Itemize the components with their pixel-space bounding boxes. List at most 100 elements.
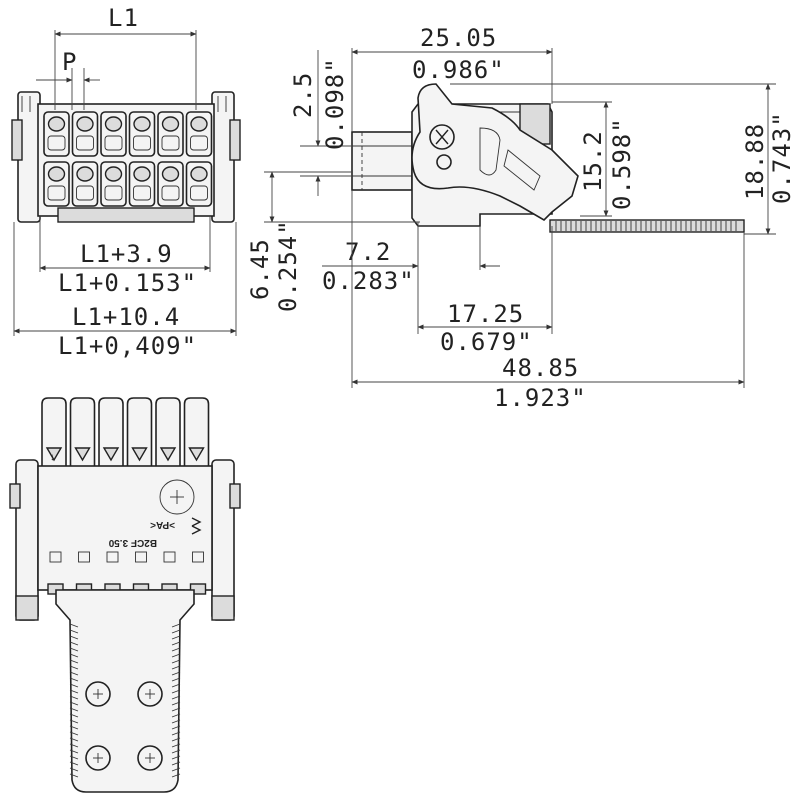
terminal-slot [78, 551, 90, 563]
dim-l1-plus-0-409: L1+0,409" [58, 332, 197, 360]
terminal-finger-arrow [74, 447, 91, 462]
serration-left [69, 677, 79, 682]
top-left-latch-tab [9, 483, 21, 509]
serration-left [69, 695, 79, 700]
serration-left [69, 755, 79, 760]
dim-0-679: 0.679" [440, 328, 533, 356]
dim-0-598: 0.598" [608, 117, 636, 210]
serration-left [69, 707, 79, 712]
terminal-cell-clamp [76, 135, 94, 151]
dim-0-098: 0.098" [321, 57, 349, 150]
serration-right [171, 737, 181, 742]
terminal-slot [135, 551, 147, 563]
terminal-finger-arrow [102, 447, 120, 462]
serration-left [69, 737, 79, 742]
serration-right [171, 647, 181, 652]
side-plug-front [351, 131, 413, 191]
serration-right [171, 773, 181, 778]
serration-right [171, 635, 181, 640]
serration-right [171, 695, 181, 700]
strap-teeth [555, 221, 737, 231]
dim-p: P [62, 48, 77, 76]
serration-right [171, 659, 181, 664]
serration-right [171, 761, 181, 766]
serration-right [171, 719, 181, 724]
serration-left [69, 659, 79, 664]
terminal-cell-clamp [104, 185, 123, 201]
dim-0-283: 0.283" [322, 267, 415, 295]
terminal-cell-opening [161, 116, 180, 132]
terminal-slot [192, 551, 204, 563]
side-strap [549, 219, 745, 233]
terminal-finger-arrow [188, 447, 205, 462]
serration-left [69, 767, 79, 772]
serration-right [171, 641, 181, 646]
terminal-cell-clamp [190, 185, 208, 201]
terminal-cell-opening [47, 116, 66, 132]
dim-48-85: 48.85 [502, 354, 579, 382]
terminal-cell-clamp [133, 185, 151, 201]
dim-l1-plus-10-4: L1+10.4 [72, 303, 180, 331]
terminal-cell-clamp [190, 135, 208, 151]
lever-pin [436, 154, 452, 170]
dim-1-923: 1.923" [494, 384, 587, 412]
terminal-cell-clamp [47, 135, 66, 151]
terminal-finger-arrow [45, 447, 63, 462]
dim-18-88: 18.88 [741, 123, 769, 200]
serration-right [171, 707, 181, 712]
lever-hole [159, 479, 195, 515]
serration-right [171, 749, 181, 754]
serration-left [69, 671, 79, 676]
serration-left [69, 713, 79, 718]
terminal-cell-opening [190, 166, 208, 182]
serration-right [171, 665, 181, 670]
serration-right [171, 701, 181, 706]
top-fingers [41, 397, 210, 469]
terminal-cell-opening [104, 116, 123, 132]
actuating-lever [411, 83, 579, 222]
serration-left [69, 749, 79, 754]
brand-mark [191, 517, 202, 535]
serration-left [69, 701, 79, 706]
serration-left [69, 629, 79, 634]
terminal-cell-clamp [104, 135, 123, 151]
serration-left [69, 647, 79, 652]
front-base [57, 207, 195, 223]
serration-left [69, 635, 79, 640]
terminal-cell-clamp [47, 185, 66, 201]
serration-left [69, 653, 79, 658]
terminal-finger-arrow [159, 447, 177, 462]
serration-left [69, 725, 79, 730]
serration-right [171, 623, 181, 628]
top-right-latch-tab [229, 483, 241, 509]
serration-left [69, 623, 79, 628]
strap-serration [69, 623, 181, 778]
pa-mark: >PA< [150, 519, 175, 530]
terminal-cell-opening [76, 116, 94, 132]
terminal-cell-opening [76, 166, 94, 182]
serration-right [171, 683, 181, 688]
terminal-cell-opening [133, 116, 151, 132]
serration-right [171, 677, 181, 682]
serration-left [69, 665, 79, 670]
terminal-cell-opening [47, 166, 66, 182]
serration-left [69, 761, 79, 766]
dim-0-743: 0.743" [768, 111, 796, 204]
dim-15-2: 15.2 [579, 130, 607, 192]
serration-left [69, 641, 79, 646]
serration-right [171, 713, 181, 718]
top-right-latch-grip [211, 595, 235, 621]
terminal-cell-clamp [161, 185, 180, 201]
serration-left [69, 689, 79, 694]
terminal-tab [189, 583, 207, 595]
serration-right [171, 725, 181, 730]
serration-right [171, 767, 181, 772]
dim-0-254: 0.254" [274, 219, 302, 312]
serration-right [171, 731, 181, 736]
terminal-slot [106, 551, 119, 563]
strap [55, 589, 195, 793]
serration-left [69, 719, 79, 724]
dim-l1: L1 [108, 4, 139, 32]
